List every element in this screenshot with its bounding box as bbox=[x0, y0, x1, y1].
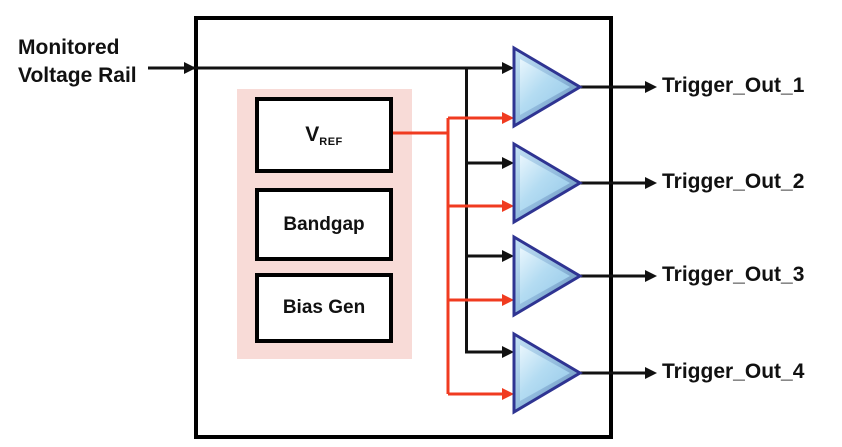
bandgap-block-label: Bandgap bbox=[283, 213, 365, 235]
vref-block: VREF bbox=[255, 97, 393, 173]
vref-label-main: V bbox=[305, 122, 320, 146]
input-rail-label-line1: Monitored bbox=[18, 36, 120, 59]
output-arrowhead-1 bbox=[645, 81, 657, 93]
output-arrowhead-3 bbox=[645, 270, 657, 282]
trigger-out-1-label: Trigger_Out_1 bbox=[662, 74, 805, 97]
trigger-out-4-label: Trigger_Out_4 bbox=[662, 360, 805, 383]
bias-gen-block: Bias Gen bbox=[255, 273, 393, 343]
input-rail-label: Monitored Voltage Rail bbox=[18, 34, 137, 90]
output-arrowhead-2 bbox=[645, 177, 657, 189]
trigger-out-3-label: Trigger_Out_3 bbox=[662, 263, 805, 286]
vref-label-sub: REF bbox=[319, 135, 343, 148]
vref-block-label: VREF bbox=[305, 123, 343, 148]
output-arrowhead-4 bbox=[645, 367, 657, 379]
trigger-out-2-label: Trigger_Out_2 bbox=[662, 170, 805, 193]
bandgap-block: Bandgap bbox=[255, 188, 393, 261]
input-rail-label-line2: Voltage Rail bbox=[18, 64, 137, 87]
bias-gen-block-label: Bias Gen bbox=[282, 297, 366, 318]
